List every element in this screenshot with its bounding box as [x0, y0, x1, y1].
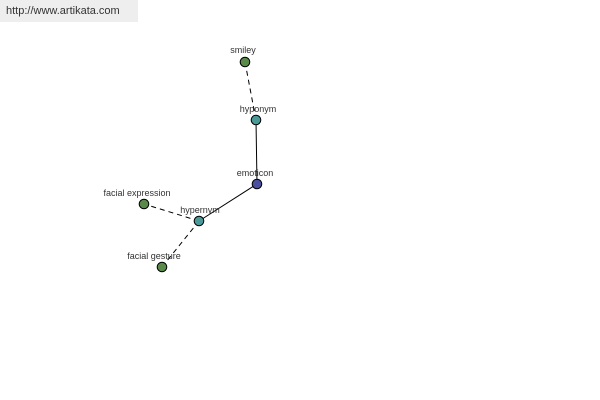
node-dot-hypernym[interactable]: [193, 215, 205, 227]
edge-emoticon-hypernym: [198, 183, 258, 222]
edge-hypernym-facial-gesture: [161, 220, 200, 268]
edge-smiley-hyponym: [244, 61, 257, 121]
node-facial-expression[interactable]: facial expression: [103, 188, 171, 210]
edge-hypernym-facial-expression: [143, 203, 200, 222]
node-emoticon[interactable]: emoticon: [237, 168, 274, 190]
graph-nodes: smiley hyponym emoticon hypernym facial expr…: [103, 45, 277, 273]
node-label-facial-gesture: facial gesture: [127, 251, 181, 261]
node-label-smiley: smiley: [230, 45, 256, 55]
node-dot-emoticon[interactable]: [251, 178, 263, 190]
node-label-hyponym: hyponym: [240, 104, 277, 114]
node-facial-gesture[interactable]: facial gesture: [127, 251, 181, 273]
node-hypernym[interactable]: hypernym: [180, 205, 220, 227]
edge-hyponym-emoticon: [255, 119, 258, 185]
graph-edges: [143, 61, 258, 268]
source-url-banner: http://www.artikata.com: [0, 0, 138, 22]
node-label-hypernym: hypernym: [180, 205, 220, 215]
node-label-facial-expression: facial expression: [103, 188, 170, 198]
source-url-text: http://www.artikata.com: [6, 5, 120, 17]
node-hyponym[interactable]: hyponym: [240, 104, 277, 126]
node-smiley[interactable]: smiley: [230, 45, 256, 68]
node-dot-facial-expression[interactable]: [138, 198, 150, 210]
node-dot-smiley[interactable]: [239, 56, 251, 68]
node-label-emoticon: emoticon: [237, 168, 274, 178]
node-dot-facial-gesture[interactable]: [156, 261, 168, 273]
node-dot-hyponym[interactable]: [250, 114, 262, 126]
